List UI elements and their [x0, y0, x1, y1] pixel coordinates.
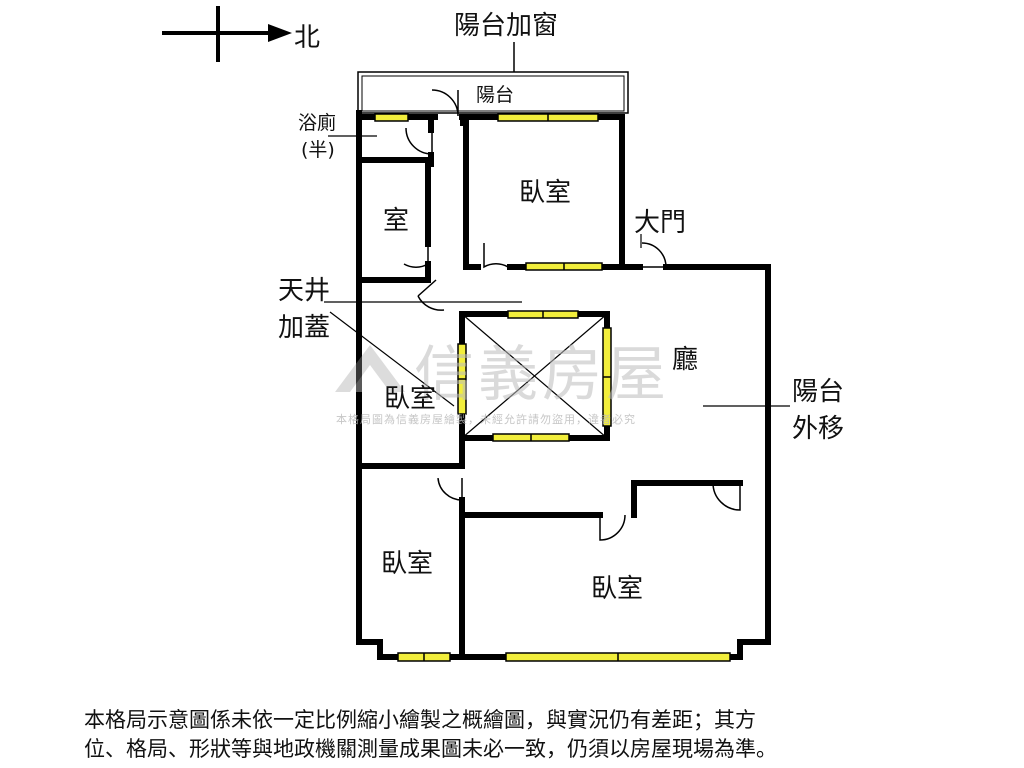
balcony-move-annotation-line1: 陽台: [792, 377, 844, 407]
house-logo-icon: [335, 345, 405, 392]
watermark: 信義房屋 本格局圖為信義房屋繪製，未經允許請勿盜用，違者必究: [335, 340, 670, 426]
disclaimer-line1: 本格局示意圖係未依一定比例縮小繪製之概繪圖，與實況仍有差距；其方: [84, 708, 756, 732]
north-arrow-icon: [162, 6, 292, 62]
room-bedroom-top: 臥室: [519, 178, 571, 208]
watermark-brand: 信義房屋: [414, 340, 670, 410]
room-small: 室: [383, 206, 409, 236]
room-bedroom-bottom-right: 臥室: [591, 574, 643, 604]
balcony-move-annotation-line2: 外移: [792, 414, 844, 444]
room-bedroom-middle: 臥室: [384, 384, 436, 414]
light-well-cross: [461, 313, 608, 439]
windows: [374, 113, 731, 662]
north-label: 北: [294, 23, 320, 53]
disclaimer: 本格局示意圖係未依一定比例縮小繪製之概繪圖，與實況仍有差距；其方 位、格局、形狀…: [84, 706, 964, 764]
balcony-window-annotation: 陽台加窗: [454, 11, 558, 41]
main-door-label: 大門: [634, 208, 686, 238]
room-living: 廳: [672, 345, 698, 375]
disclaimer-line2: 位、格局、形狀等與地政機關測量成果圖未必一致，仍須以房屋現場為準。: [84, 737, 777, 761]
bath-annotation-line2: (半): [301, 139, 335, 161]
bath-annotation-line1: 浴廁: [298, 111, 336, 134]
room-bedroom-bottom-left: 臥室: [381, 549, 433, 579]
patio-annotation-line2: 加蓋: [278, 313, 330, 343]
balcony-outline: [357, 71, 629, 114]
watermark-notice: 本格局圖為信義房屋繪製，未經允許請勿盜用，違者必究: [336, 412, 636, 426]
doors: [403, 89, 741, 541]
patio-annotation-line1: 天井: [278, 276, 330, 306]
balcony-label: 陽台: [476, 84, 514, 106]
